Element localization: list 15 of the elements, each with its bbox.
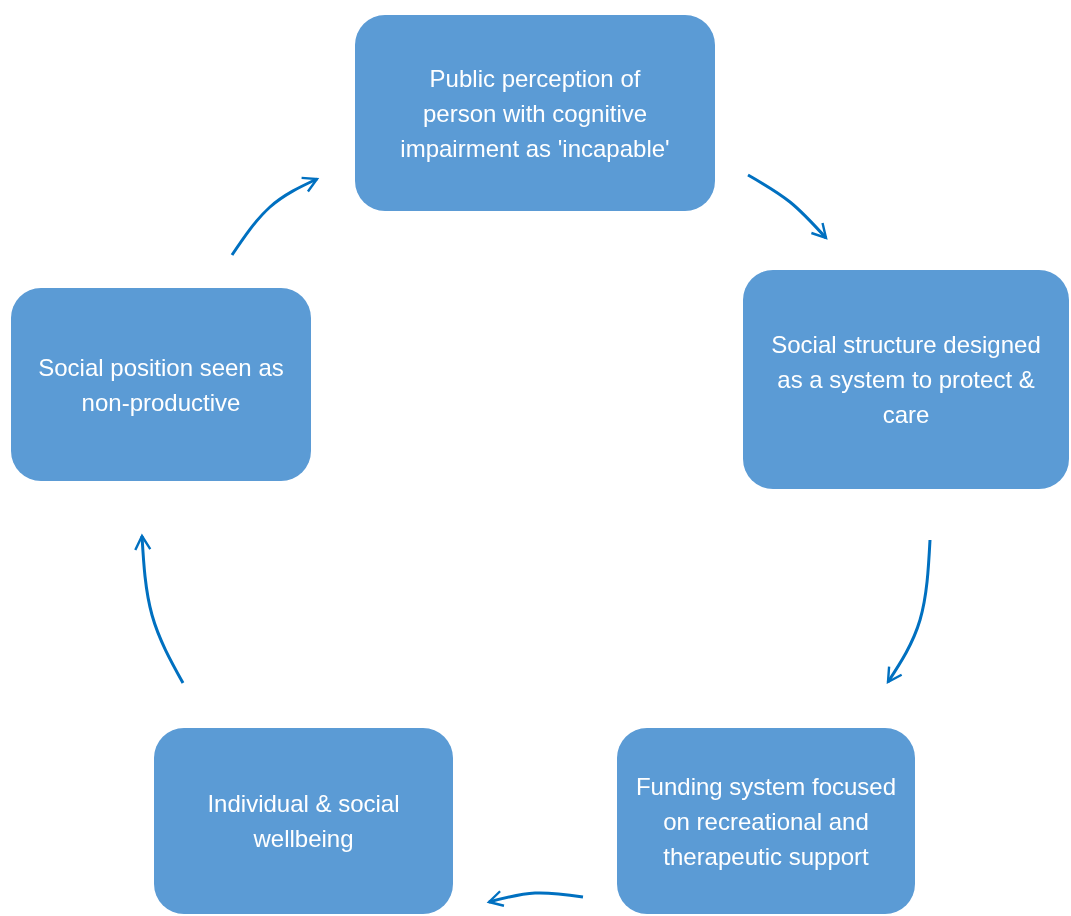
box-label: Public perception of person with cognitive impairment as 'incapable'	[399, 63, 671, 164]
box-label: Social position seen as non-productive	[37, 352, 285, 418]
process-box	[617, 728, 915, 914]
box-label: Individual & social wellbeing	[206, 789, 401, 854]
curved-arrow	[747, 173, 828, 240]
box-label: Social structure designed as a system to protect & care	[770, 330, 1042, 430]
process-box	[11, 288, 311, 481]
process-box	[355, 15, 715, 211]
curved-arrow	[487, 890, 584, 907]
process-box	[154, 728, 453, 914]
curved-arrow	[134, 534, 185, 684]
process-box	[743, 270, 1069, 489]
box-label: Funding system focused on recreational and therapeutic support	[634, 771, 898, 872]
curved-arrow	[886, 539, 932, 684]
curved-arrow	[230, 176, 319, 256]
